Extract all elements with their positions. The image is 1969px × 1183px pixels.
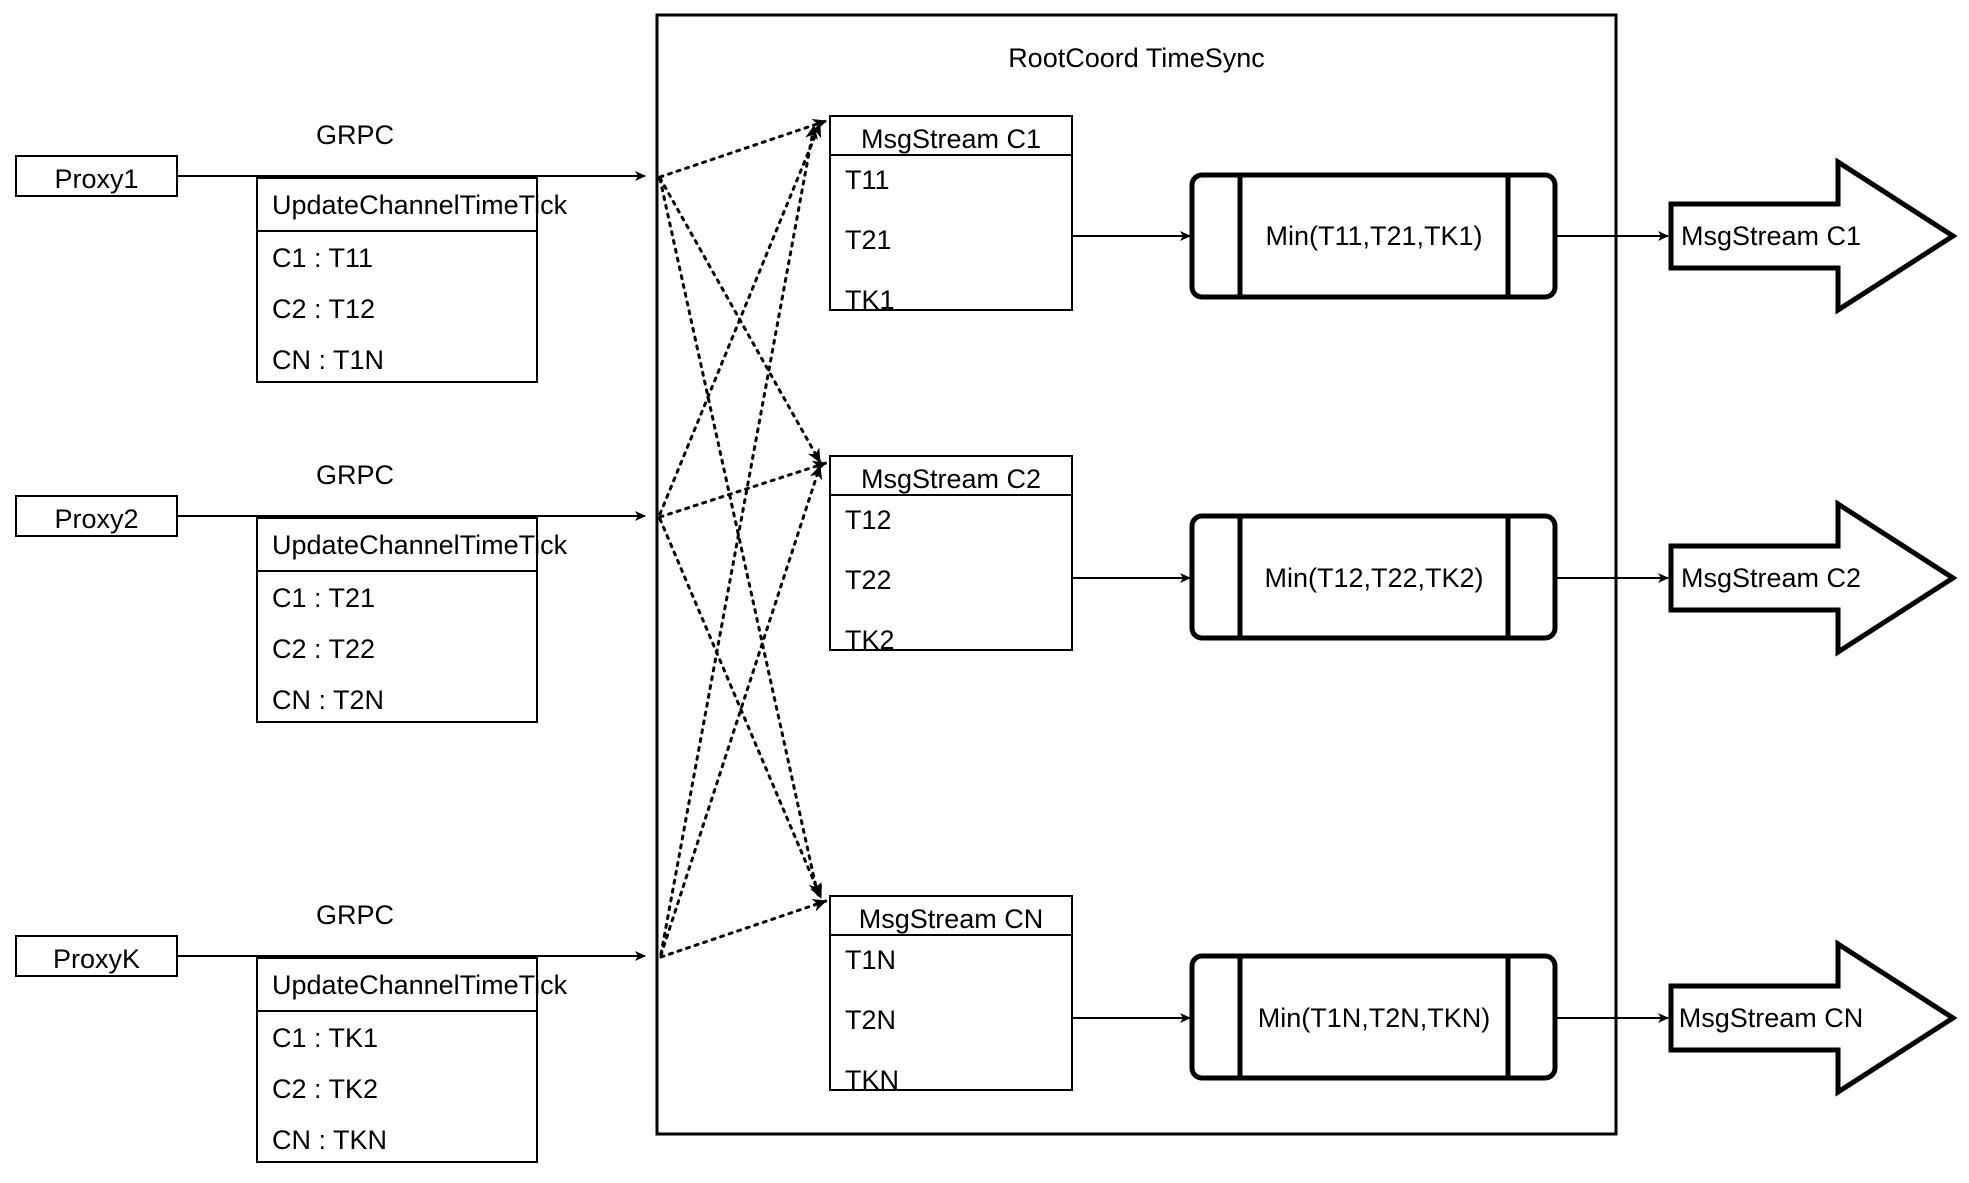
uct-row-3-2: C2 : TK2 (272, 1074, 379, 1104)
output-label-1: MsgStream C1 (1680, 221, 1862, 251)
proxy-box-2 (15, 495, 178, 537)
output-block-arrow-2 (1668, 499, 1958, 657)
min-label-1: Min(T11,T21,TK1) (1265, 221, 1483, 251)
uct-header-1: UpdateChannelTimeTick (272, 190, 568, 220)
proxy-box-1 (15, 155, 178, 197)
output-label-2: MsgStream C2 (1680, 563, 1862, 593)
msgstream-row-2-1: T12 (845, 505, 892, 535)
proxy-label-3: ProxyK (52, 944, 141, 974)
msgstream-row-1-3: TK1 (845, 285, 895, 315)
grpc-label-3: GRPC (315, 900, 394, 930)
output-block-arrow-1 (1668, 157, 1958, 315)
msgstream-header-3: MsgStream CN (858, 904, 1044, 934)
dotted-edge-pk-c1 (659, 124, 819, 956)
proxy-label-2: Proxy2 (54, 504, 139, 534)
msgstream-row-1-2: T21 (845, 225, 892, 255)
uct-row-1-1: C1 : T11 (272, 243, 374, 273)
msgstream-header-1: MsgStream C1 (860, 124, 1042, 154)
uct-box-3 (256, 957, 538, 1163)
min-label-3: Min(T1N,T2N,TKN) (1257, 1003, 1491, 1033)
msgstream-header-2: MsgStream C2 (860, 464, 1042, 494)
uct-box-2 (256, 517, 538, 723)
msgstream-box-2 (829, 455, 1073, 651)
msgstream-row-2-3: TK2 (845, 625, 895, 655)
dotted-edge-p2-c1 (658, 122, 822, 516)
dotted-edge-p1-c1 (658, 118, 828, 179)
msgstream-row-3-1: T1N (845, 945, 897, 975)
output-label-3: MsgStream CN (1678, 1003, 1864, 1033)
proxy-label-1: Proxy1 (54, 164, 139, 194)
dotted-edge-p2-cn (658, 517, 823, 900)
uct-header-2: UpdateChannelTimeTick (272, 530, 568, 560)
uct-box-1 (256, 177, 538, 383)
dotted-edge-pk-cn (659, 899, 828, 959)
min-label-2: Min(T12,T22,TK2) (1264, 563, 1484, 593)
msgstream-box-3 (829, 895, 1073, 1091)
uct-row-1-3: CN : T1N (272, 345, 385, 375)
uct-row-3-1: C1 : TK1 (272, 1023, 379, 1053)
dotted-edge-p2-c2 (658, 460, 828, 519)
msgstream-row-2-2: T22 (845, 565, 892, 595)
rootcoord-container-border (655, 13, 1618, 1136)
dotted-edge-p1-cn (658, 177, 822, 898)
uct-row-1-2: C2 : T12 (272, 294, 376, 324)
container-title: RootCoord TimeSync (1008, 43, 1265, 73)
grpc-label-2: GRPC (315, 460, 394, 490)
uct-header-3: UpdateChannelTimeTick (272, 970, 568, 1000)
msgstream-box-1 (829, 115, 1073, 311)
uct-row-2-1: C1 : T21 (272, 583, 376, 613)
output-block-arrow-3 (1668, 939, 1958, 1097)
uct-row-2-3: CN : T2N (272, 685, 385, 715)
uct-row-3-3: CN : TKN (272, 1125, 388, 1155)
grpc-label-1: GRPC (315, 120, 394, 150)
msgstream-row-3-2: T2N (845, 1005, 897, 1035)
uct-row-2-2: C2 : T22 (272, 634, 376, 664)
msgstream-row-3-3: TKN (845, 1065, 899, 1095)
msgstream-row-1-1: T11 (845, 165, 890, 195)
